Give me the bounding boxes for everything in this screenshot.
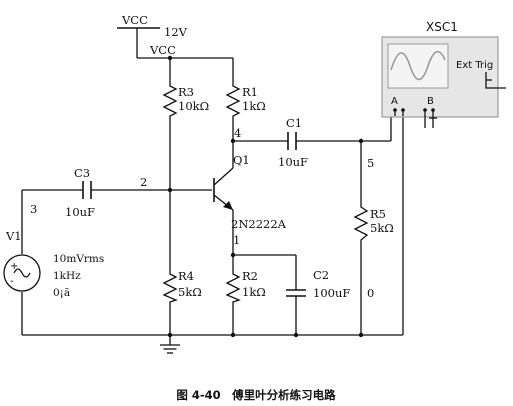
r3-value: 10kΩ xyxy=(178,99,209,113)
junction-dot xyxy=(167,332,173,338)
q1-model: 2N2222A xyxy=(231,217,287,231)
resistor-r2 xyxy=(225,270,241,304)
channel-a-plus-terminal xyxy=(393,108,397,112)
v1-phase: 0¡ã xyxy=(53,287,70,299)
vcc-rail-label: VCC xyxy=(149,43,176,57)
junction-dot xyxy=(230,332,236,338)
junction-dot xyxy=(230,252,236,258)
channel-b-label: B xyxy=(427,96,434,107)
r2-value: 1kΩ xyxy=(242,285,266,299)
node-4-label: 4 xyxy=(234,126,241,140)
node-0-label: 0 xyxy=(367,286,374,300)
q1-name: Q1 xyxy=(233,153,250,167)
r1-value: 1kΩ xyxy=(242,99,266,113)
junction-dot xyxy=(358,138,364,144)
junction-dot xyxy=(167,55,173,61)
scope-screen xyxy=(387,43,449,89)
capacitor-c1 xyxy=(287,132,297,150)
c2-name: C2 xyxy=(313,268,329,282)
svg-text:-: - xyxy=(10,276,14,287)
resistor-r3 xyxy=(162,82,178,120)
r4-value: 5kΩ xyxy=(178,285,202,299)
channel-b-minus-terminal xyxy=(431,108,435,112)
resistor-r4 xyxy=(162,270,178,304)
c3-value: 10uF xyxy=(65,205,95,219)
r1-name: R1 xyxy=(242,85,258,99)
c2-value: 100uF xyxy=(313,286,350,300)
junction-dot xyxy=(358,332,364,338)
ground-symbol xyxy=(160,344,180,354)
v1-amplitude: 10mVrms xyxy=(53,253,104,265)
vcc-supply-value: 12V xyxy=(164,25,188,39)
sine-wave-icon xyxy=(13,268,31,278)
emitter-arrow-icon xyxy=(223,201,233,210)
node-5-label: 5 xyxy=(367,156,374,170)
junction-dot xyxy=(293,332,299,338)
junction-dot xyxy=(167,187,173,193)
capacitor-c3 xyxy=(82,181,92,199)
r3-name: R3 xyxy=(178,85,194,99)
scope-waveform-icon xyxy=(390,50,446,81)
c3-name: C3 xyxy=(74,166,90,180)
junction-dot xyxy=(230,138,236,144)
transistor-q1 xyxy=(213,167,234,211)
r5-value: 5kΩ xyxy=(370,221,394,235)
v1-name: V1 xyxy=(5,229,22,243)
ext-trig-label: Ext Trig xyxy=(456,60,493,71)
transistor-collector xyxy=(213,167,234,186)
resistor-r1 xyxy=(225,82,241,120)
ext-trig-terminal xyxy=(485,72,506,89)
r2-name: R2 xyxy=(242,269,258,283)
channel-a-label: A xyxy=(391,96,398,107)
channel-a-minus-terminal xyxy=(401,108,405,112)
capacitor-c2 xyxy=(286,289,306,297)
node-3-label: 3 xyxy=(30,202,37,216)
svg-text:+: + xyxy=(10,261,18,272)
c1-value: 10uF xyxy=(278,155,308,169)
oscilloscope-name: XSC1 xyxy=(426,20,458,34)
c1-name: C1 xyxy=(286,116,302,130)
junctions xyxy=(167,55,364,338)
r5-name: R5 xyxy=(370,207,386,221)
wires xyxy=(21,27,404,345)
resistor-r5 xyxy=(353,203,369,246)
oscilloscope-xsc1 xyxy=(381,36,506,128)
vcc-supply-name: VCC xyxy=(121,13,148,27)
node-2-label: 2 xyxy=(140,175,147,189)
channel-b-plus-terminal xyxy=(423,108,427,112)
r4-name: R4 xyxy=(178,269,194,283)
v1-frequency: 1kHz xyxy=(53,270,81,282)
ac-source-v1: + - xyxy=(3,254,41,292)
node-1-label: 1 xyxy=(233,233,240,247)
figure-caption: 图 4-40 傅里叶分析练习电路 xyxy=(176,388,336,402)
